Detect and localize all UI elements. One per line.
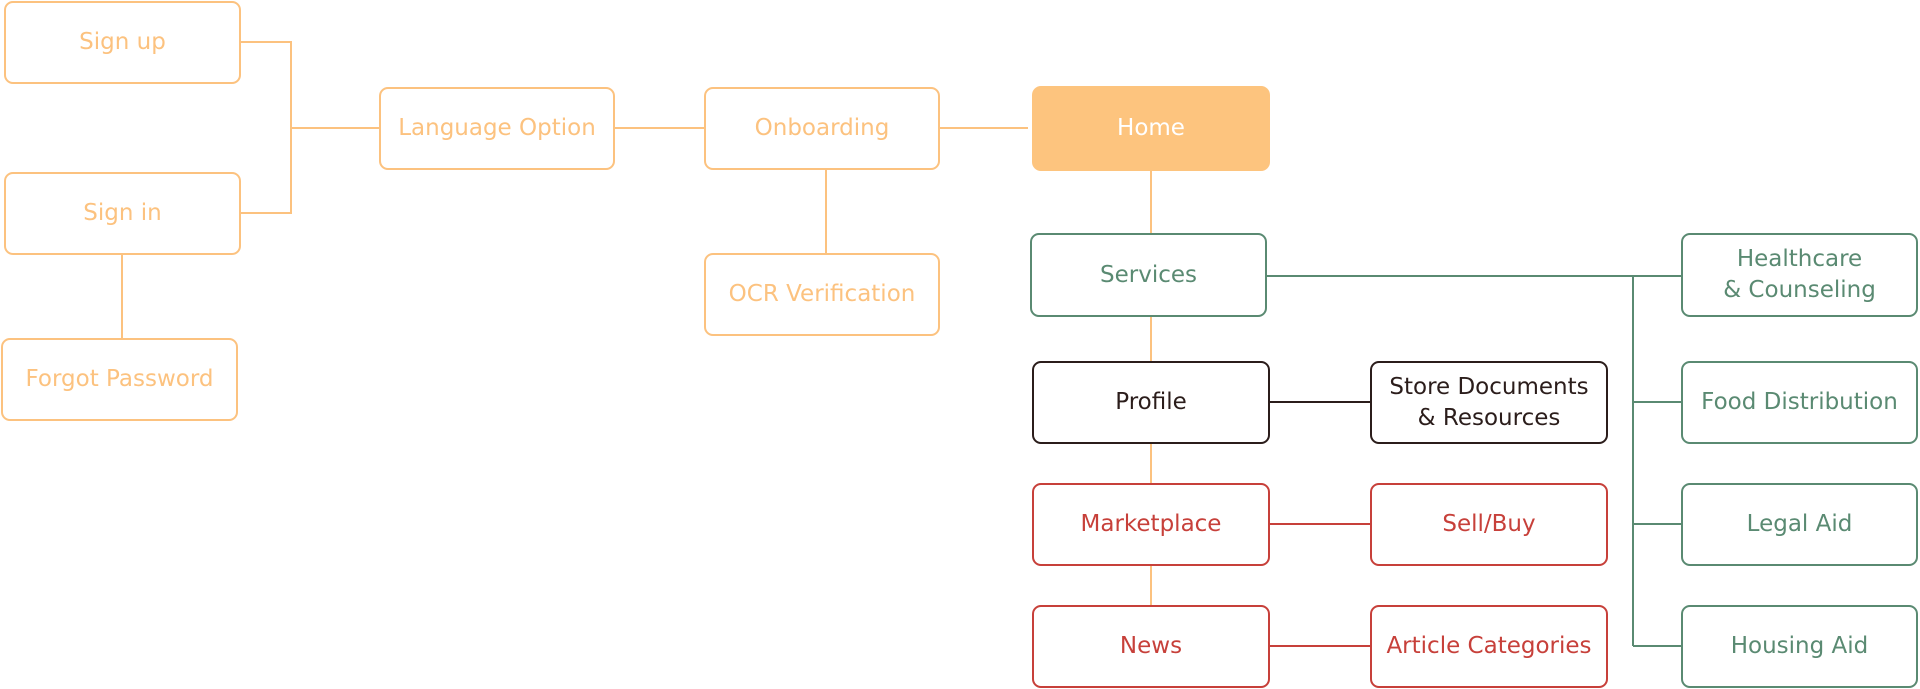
forgot-password-node[interactable]: Forgot Password — [1, 338, 238, 421]
onboarding-node[interactable]: Onboarding — [704, 87, 940, 170]
marketplace-node[interactable]: Marketplace — [1032, 483, 1270, 566]
news-node[interactable]: News — [1032, 605, 1270, 688]
article-categories-node[interactable]: Article Categories — [1370, 605, 1608, 688]
sell-buy-node[interactable]: Sell/Buy — [1370, 483, 1608, 566]
connector-signup-bracket — [241, 41, 292, 214]
profile-node[interactable]: Profile — [1032, 361, 1270, 444]
sign-up-node[interactable]: Sign up — [4, 1, 241, 84]
language-option-node[interactable]: Language Option — [379, 87, 615, 170]
housing-aid-node[interactable]: Housing Aid — [1681, 605, 1918, 688]
services-node[interactable]: Services — [1030, 233, 1267, 317]
food-distribution-node[interactable]: Food Distribution — [1681, 361, 1918, 444]
home-node[interactable]: Home — [1032, 86, 1270, 171]
legal-aid-node[interactable]: Legal Aid — [1681, 483, 1918, 566]
store-documents-node[interactable]: Store Documents & Resources — [1370, 361, 1608, 444]
healthcare-counseling-node[interactable]: Healthcare & Counseling — [1681, 233, 1918, 317]
sign-in-node[interactable]: Sign in — [4, 172, 241, 255]
ocr-verification-node[interactable]: OCR Verification — [704, 253, 940, 336]
